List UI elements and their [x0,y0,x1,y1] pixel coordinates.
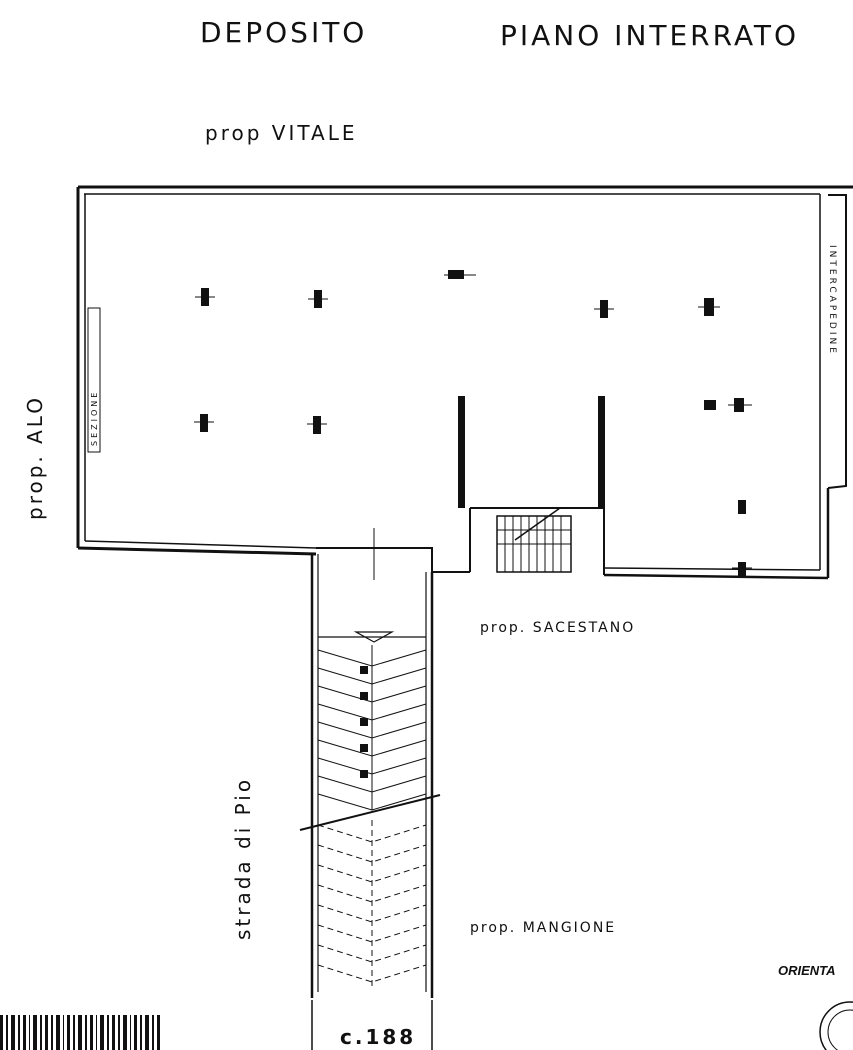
owner-label-bottom: prop. MANGIONE [470,920,616,936]
title-piano-interrato: PIANO INTERRATO [500,19,799,52]
barcode [0,1015,160,1050]
orientation-label: ORIENTA [778,963,836,978]
owner-label-right-building: prop. SACESTANO [480,620,635,636]
left-wall-note: SEZIONE [87,307,101,453]
dimension-label: c.188 [340,1025,416,1049]
right-wall-note: INTERCAPEDINE [827,245,837,356]
owner-label-top: prop VITALE [205,121,357,145]
owner-label-left: prop. ALO [23,395,47,520]
stairwell [496,507,572,573]
interior-partitions [458,396,605,508]
left-wall-label: SEZIONE [90,390,99,446]
north-arrow-icon [819,1001,853,1050]
street-label: strada di Pio [231,777,255,940]
building-outline [76,185,853,580]
structural-columns [194,270,752,576]
right-wall-label: INTERCAPEDINE [827,245,837,356]
dimension-marker: c.188 [311,1000,433,1050]
title-deposito: DEPOSITO [200,16,367,49]
access-ramp [299,528,441,998]
